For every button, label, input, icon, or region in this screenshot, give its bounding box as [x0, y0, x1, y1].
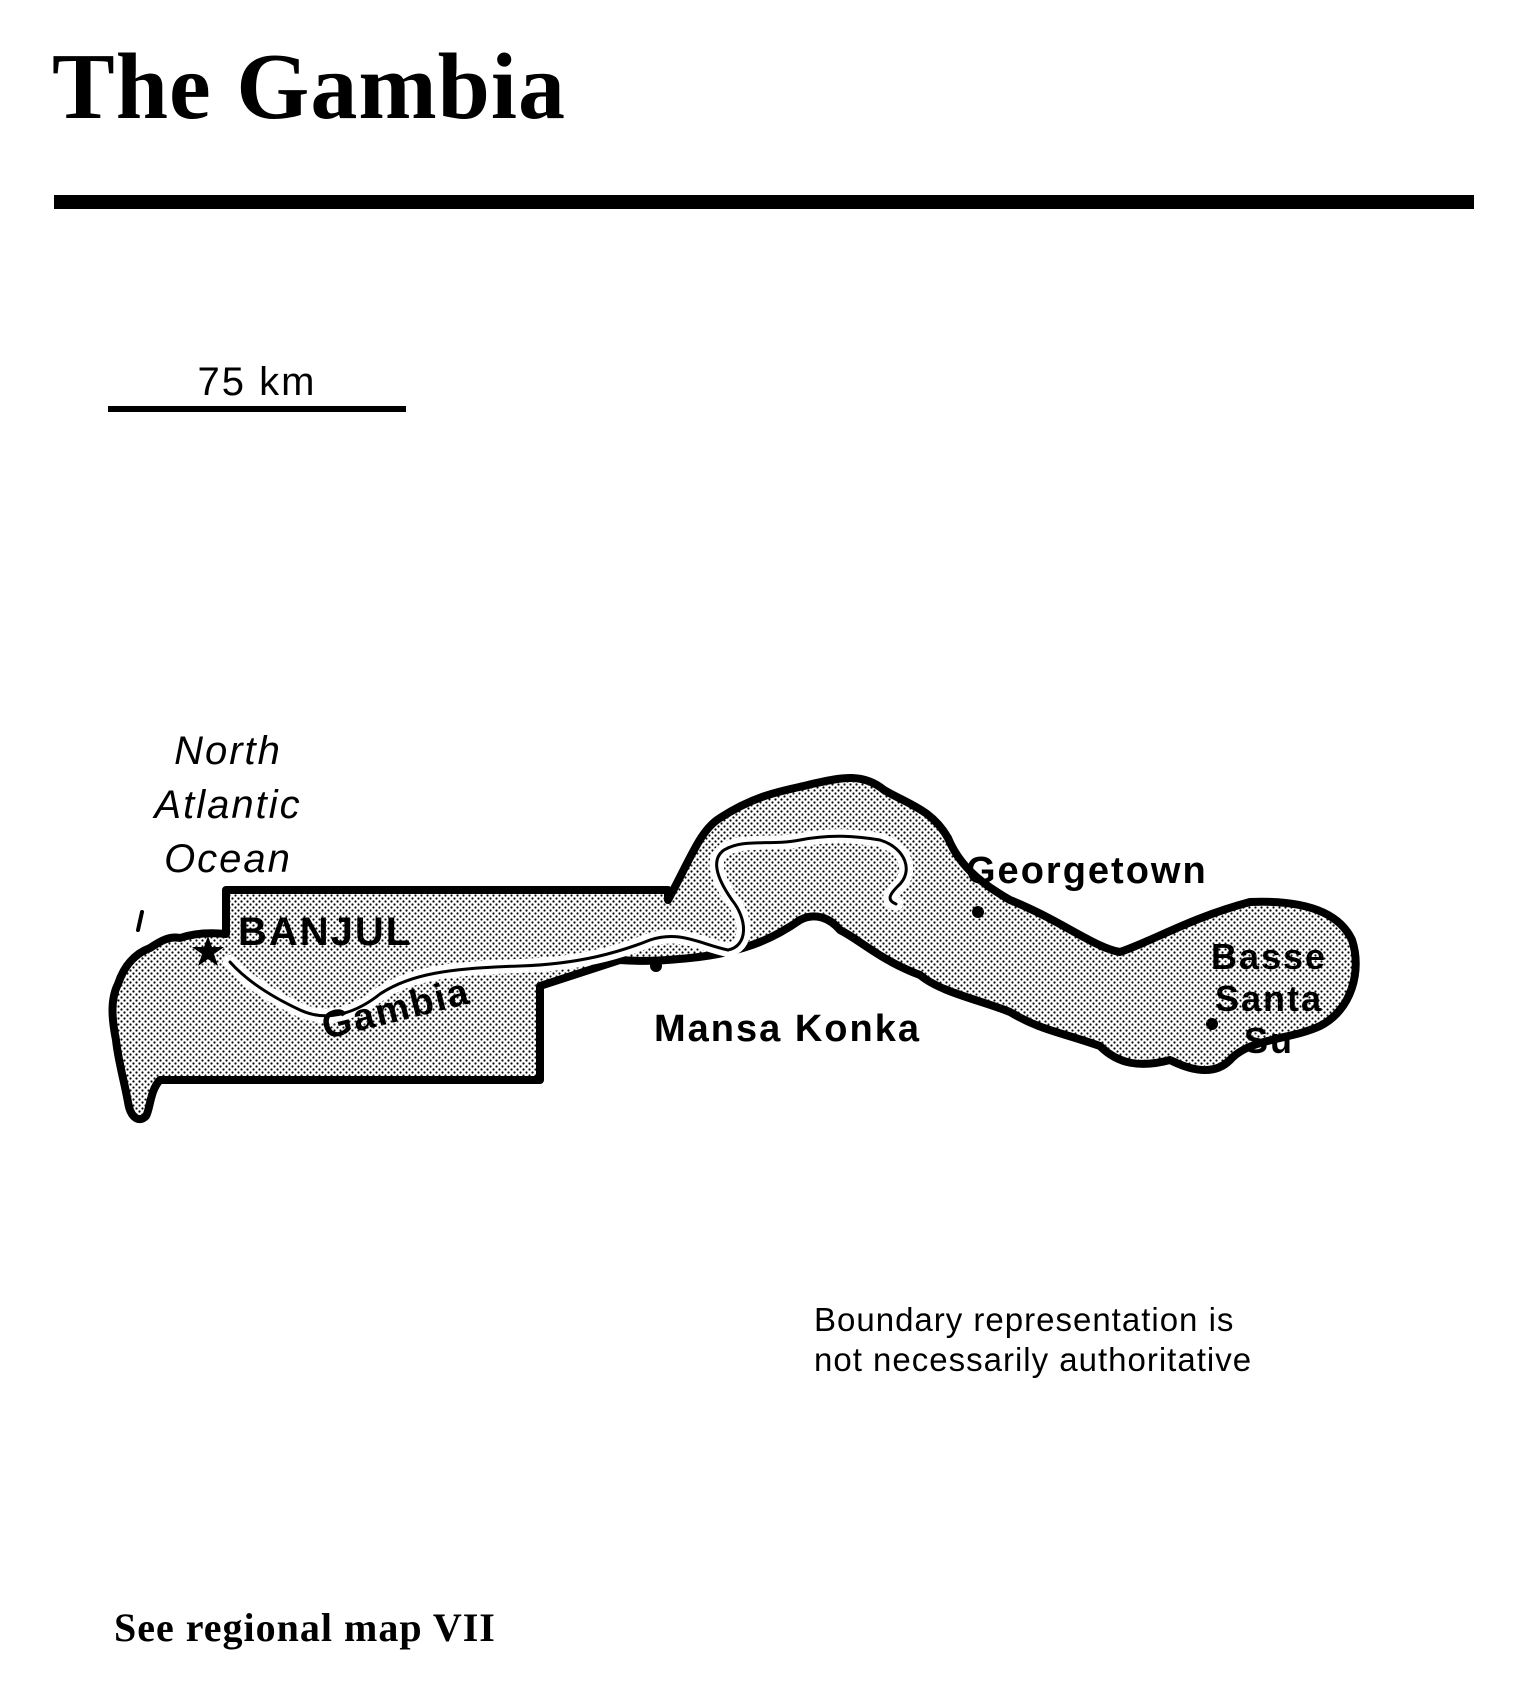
river-course [228, 834, 908, 1018]
boundary-disclaimer: Boundary representation is not necessari… [814, 1300, 1374, 1380]
town-label-basse-line-2: Santa Su [1214, 978, 1324, 1061]
title-rule [54, 195, 1474, 209]
town-label-georgetown: Georgetown [966, 850, 1208, 892]
town-label-mansa-konka: Mansa Konka [654, 1008, 921, 1050]
disclaimer-line-1: Boundary representation is [814, 1301, 1235, 1338]
scale-bar-group: 75 km [108, 362, 406, 412]
town-label-basse-santa-su: Basse Santa Su [1184, 936, 1354, 1062]
ocean-label-line-1: North [174, 729, 282, 773]
coast-tick [136, 910, 144, 932]
town-label-basse-line-1: Basse [1210, 936, 1328, 977]
regional-map-reference: See regional map VII [114, 1605, 496, 1650]
town-marker-basse-santa-su [1206, 1018, 1218, 1030]
map-title: The Gambia [52, 35, 567, 139]
disclaimer-line-2: not necessarily authoritative [814, 1341, 1253, 1378]
capital-star-icon [192, 936, 224, 966]
scale-bar [108, 406, 406, 412]
scale-label: 75 km [197, 360, 317, 404]
ocean-label-line-2: Atlantic [154, 783, 302, 827]
town-marker-mansa-konka [650, 960, 662, 972]
ocean-label-line-3: Ocean [164, 837, 292, 881]
ocean-label: North Atlantic Ocean [128, 724, 328, 886]
town-marker-georgetown [972, 906, 984, 918]
capital-label: BANJUL [238, 910, 413, 954]
